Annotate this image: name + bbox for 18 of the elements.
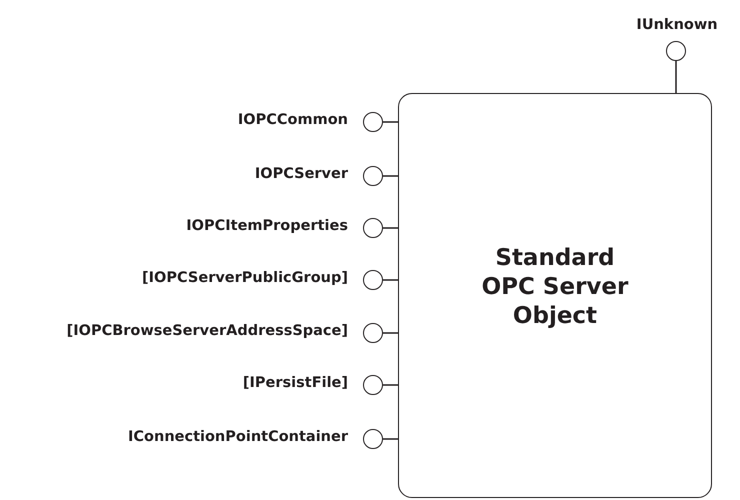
connector-line	[383, 438, 398, 440]
interface-label: IUnknown	[636, 16, 718, 34]
object-title: Standard OPC Server Object	[480, 244, 630, 330]
object-box	[398, 93, 712, 498]
interface-label: IConnectionPointContainer	[128, 429, 348, 446]
interface-label: IOPCServer	[254, 166, 348, 184]
connector-line	[383, 227, 398, 229]
connector-line	[383, 332, 398, 334]
interface-label: [IPersistFile]	[242, 375, 348, 392]
interface-label: IOPCCommon	[238, 112, 348, 130]
interface-label: [IOPCBrowseServerAddressSpace]	[66, 323, 348, 340]
connector-line	[383, 121, 398, 123]
interface-label: IOPCItemProperties	[186, 218, 348, 236]
connector-line	[383, 279, 398, 281]
connector-line	[383, 384, 398, 386]
connector-line	[675, 61, 677, 93]
connector-line	[383, 175, 398, 177]
interface-label: [IOPCServerPublicGroup]	[142, 270, 348, 288]
